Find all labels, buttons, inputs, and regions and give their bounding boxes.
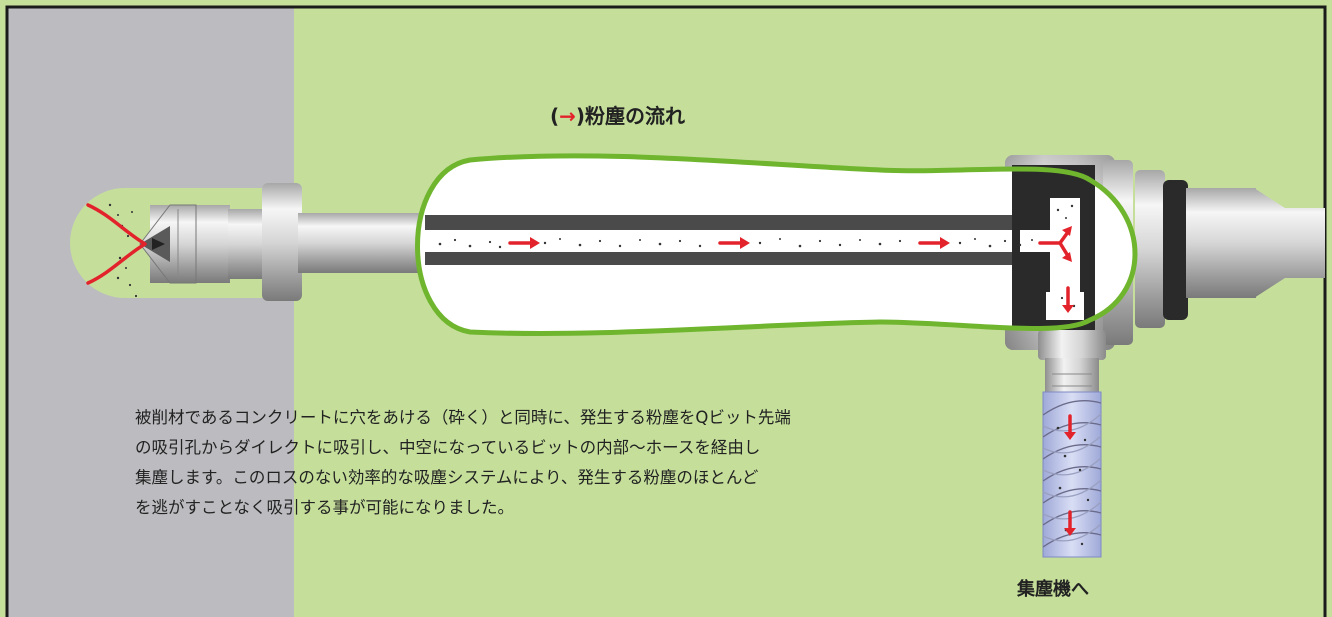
legend-close-paren: ) — [575, 104, 586, 128]
collector-label: 集塵機へ — [1017, 579, 1089, 600]
description-line: 集塵します。このロスのない効率的な吸塵システムにより、発生する粉塵のほとんど — [135, 468, 759, 487]
legend-arrow-icon: → — [559, 104, 576, 128]
flow-arrowheads — [530, 226, 1076, 536]
hose-fitting-top — [1038, 330, 1106, 360]
hose-spiral — [1043, 400, 1101, 548]
cutaway-interior — [420, 165, 1095, 330]
bit-tip — [139, 204, 197, 284]
description-line: を逃がすことなく吸引する事が可能になりました。 — [135, 498, 515, 517]
drive-shank — [1186, 188, 1256, 298]
head-ring-2 — [1135, 170, 1165, 328]
o-ring — [1163, 180, 1188, 320]
bit-collar — [262, 183, 302, 301]
frame-border — [5, 5, 1327, 617]
dust-particles — [108, 203, 1090, 546]
flow-arrow-icon — [1038, 230, 1070, 258]
description-line: 被削材であるコンクリートに穴をあける（砕く）と同時に、発生する粉塵をQビット先端 — [135, 408, 791, 427]
intake-arrow — [86, 203, 147, 285]
flow-legend: (→)粉塵の流れ — [550, 100, 685, 129]
flow-arrows — [86, 203, 1072, 530]
bit-neck — [228, 209, 264, 279]
legend-open-paren: ( — [550, 104, 560, 128]
legend-label: 粉塵の流れ — [585, 104, 686, 128]
drive-shank-end — [1254, 188, 1325, 298]
description-text: 被削材であるコンクリートに穴をあける（砕く）と同時に、発生する粉塵をQビット先端… — [135, 403, 955, 523]
cutaway-outline — [415, 153, 1138, 336]
concrete-material — [7, 7, 294, 617]
hose-fitting — [1045, 358, 1099, 398]
description-line: の吸引孔からダイレクトに吸引し、中空になっているビットの内部～ホースを経由し — [135, 438, 761, 457]
